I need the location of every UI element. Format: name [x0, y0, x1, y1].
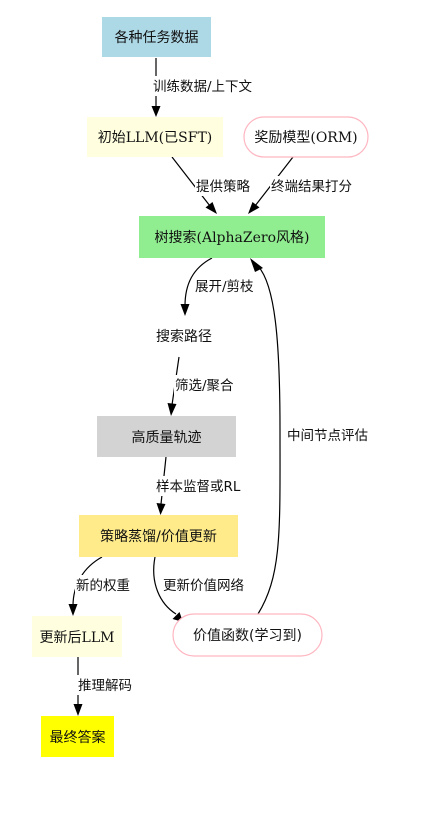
node-initial-llm-box	[87, 117, 223, 157]
node-quality-trajectories-box	[97, 416, 236, 457]
node-tree-search: 树搜索(AlphaZero风格)	[139, 216, 325, 258]
edge-tree-to-paths: 展开/剪枝	[180, 257, 266, 316]
edge-label-intermediate-eval: 中间节点评估	[287, 428, 368, 444]
edge-label-supervised-or-rl: 样本监督或RL	[156, 479, 241, 495]
node-final-answer-label: 最终答案	[50, 729, 106, 746]
node-policy-distill-box	[79, 515, 238, 557]
node-search-paths: 搜索路径	[138, 316, 230, 356]
edge-label-terminal-scoring: 终端结果打分	[271, 178, 352, 195]
node-final-answer-box	[41, 716, 114, 757]
edge-distill-to-updated: 新的权重	[68, 556, 141, 616]
edge-label-training-data: 训练数据/上下文	[153, 79, 253, 95]
node-reward-model: 奖励模型(ORM)	[243, 116, 369, 158]
node-value-function-box	[172, 613, 323, 657]
edge-label-update-value-net: 更新价值网络	[163, 578, 244, 594]
node-reward-model-box	[243, 116, 369, 158]
node-updated-llm-box	[32, 616, 122, 657]
node-task-data-box	[102, 17, 211, 57]
node-quality-trajectories: 高质量轨迹	[97, 416, 236, 457]
node-search-paths-label: 搜索路径	[156, 328, 212, 345]
edge-tasks-to-init: 训练数据/上下文	[151, 58, 270, 117]
node-tree-search-box	[139, 216, 325, 258]
edge-paths-to-traj: 筛选/聚合	[167, 356, 246, 416]
node-quality-trajectories-label: 高质量轨迹	[132, 429, 202, 446]
node-search-paths-box	[138, 316, 230, 356]
node-reward-model-label: 奖励模型(ORM)	[254, 129, 357, 146]
edge-label-inference-decode: 推理解码	[78, 678, 132, 694]
edge-label-filter-aggregate: 筛选/聚合	[175, 378, 234, 394]
edge-orm-to-tree: 终端结果打分	[248, 156, 368, 214]
node-initial-llm: 初始LLM(已SFT)	[87, 117, 223, 157]
edge-traj-to-distill: 样本监督或RL	[155, 456, 259, 515]
node-value-function: 价值函数(学习到)	[172, 613, 323, 657]
edge-label-expand-prune: 展开/剪枝	[195, 279, 254, 295]
node-final-answer: 最终答案	[41, 716, 114, 757]
node-value-function-label: 价值函数(学习到)	[193, 628, 302, 644]
node-updated-llm: 更新后LLM	[32, 616, 122, 657]
edge-updated-to-final: 推理解码	[73, 657, 143, 716]
node-policy-distill: 策略蒸馏/价值更新	[79, 515, 238, 557]
node-initial-llm-label: 初始LLM(已SFT)	[98, 129, 213, 146]
node-tree-search-label: 树搜索(AlphaZero风格)	[155, 229, 310, 246]
node-updated-llm-label: 更新后LLM	[40, 630, 115, 646]
node-task-data: 各种任务数据	[102, 17, 211, 57]
edge-label-new-weights: 新的权重	[76, 577, 130, 594]
edge-init-to-tree: 提供策略	[171, 156, 255, 214]
node-policy-distill-label: 策略蒸馏/价值更新	[100, 528, 217, 545]
edge-label-provide-policy: 提供策略	[196, 178, 250, 195]
edge-value-to-tree: 中间节点评估	[250, 258, 384, 615]
node-task-data-label: 各种任务数据	[115, 30, 199, 46]
edge-distill-to-value: 更新价值网络	[153, 556, 260, 622]
